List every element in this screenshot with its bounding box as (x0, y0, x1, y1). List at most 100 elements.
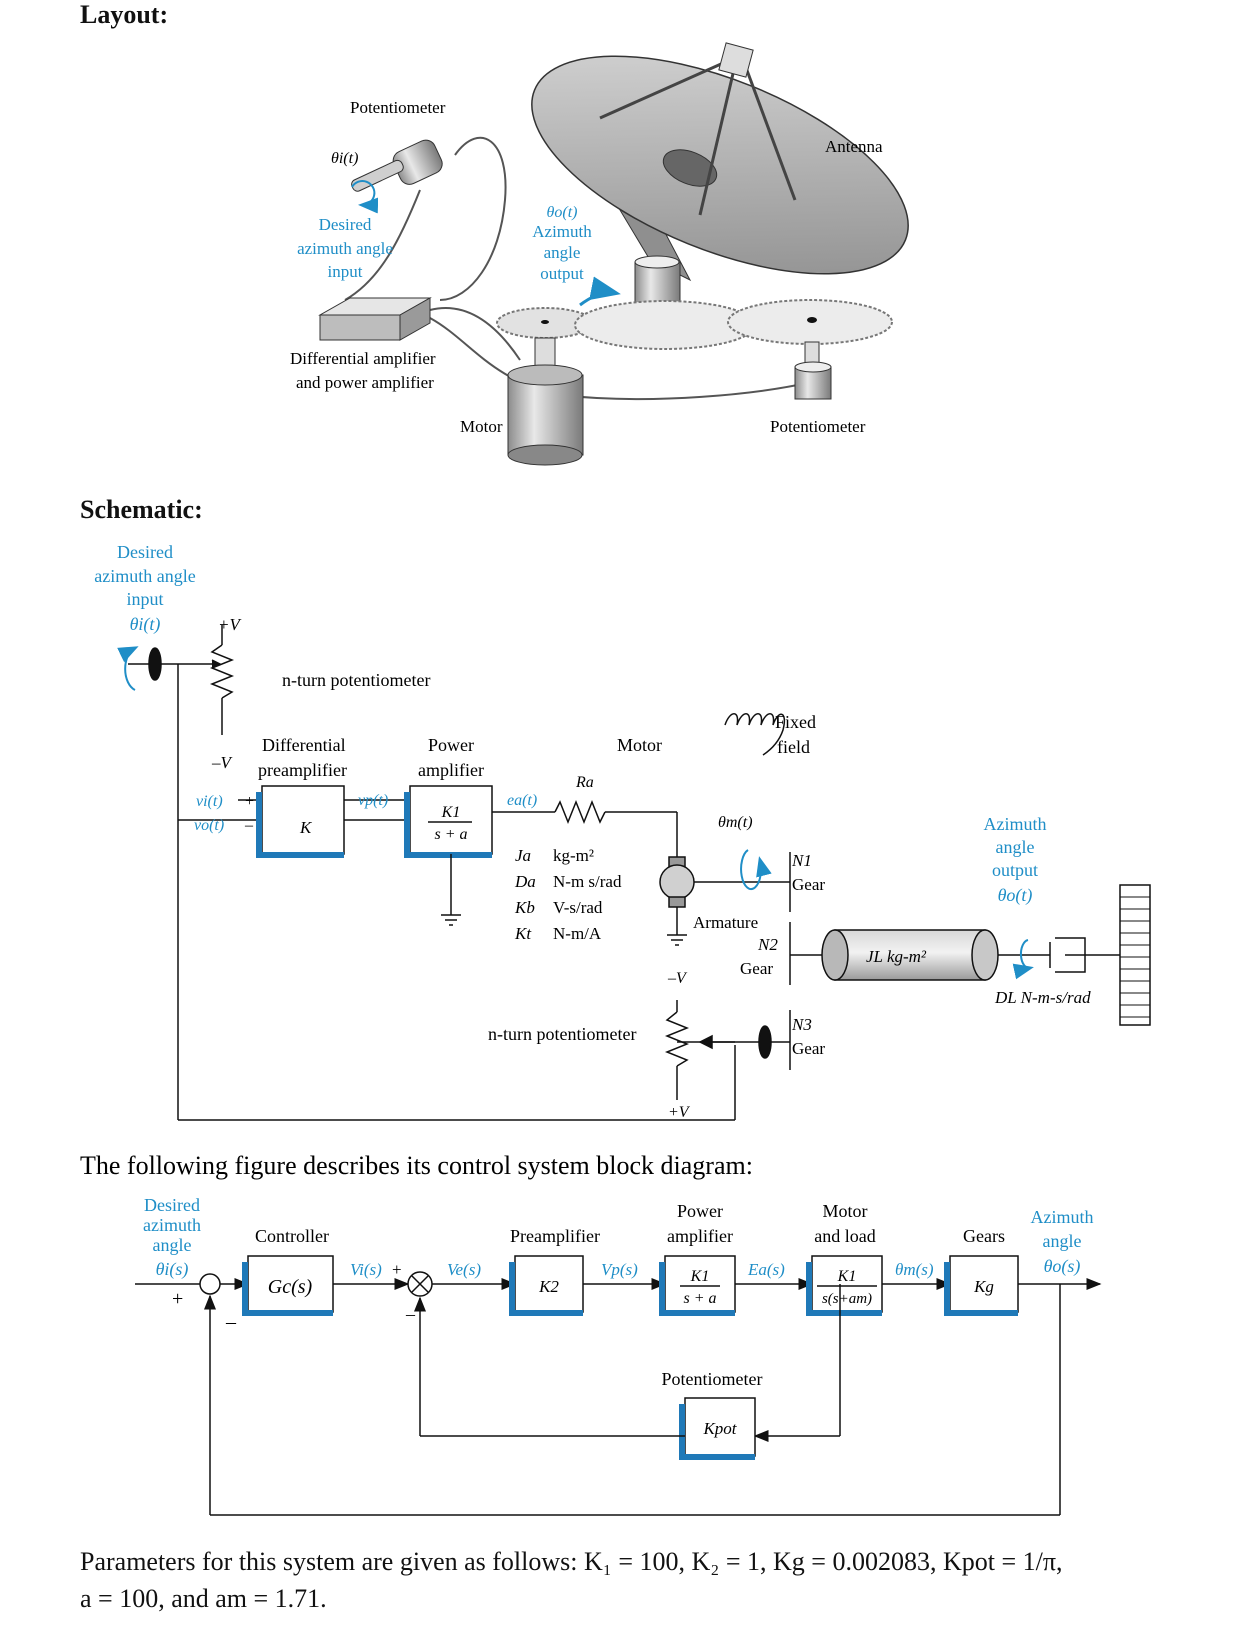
schem-minus-v-top: –V (211, 753, 234, 772)
schem-n3-label: N3 (791, 1015, 812, 1034)
block-controller-label: Controller (255, 1226, 329, 1246)
layout-azimuth-line2: angle (544, 243, 581, 262)
gear-train-icon (496, 276, 893, 369)
schem-azimuth-theta: θo(t) (998, 885, 1033, 906)
block-kpot-label: Kpot (702, 1419, 737, 1438)
schem-k-block-label: K (299, 818, 313, 837)
schem-dl-label: DL N-m-s/rad (994, 988, 1091, 1007)
block-vi-label: Vi(s) (350, 1260, 382, 1279)
schem-param-kb-sym: Kb (514, 898, 535, 917)
block-kg-label: Kg (973, 1277, 994, 1296)
schem-armature-label: Armature (693, 913, 758, 932)
block-theta-m-label: θm(s) (895, 1260, 934, 1279)
block-gears-label: Gears (963, 1226, 1005, 1246)
block-desired-line1: Desired (144, 1195, 200, 1215)
schem-ea-label: ea(t) (507, 792, 537, 809)
schem-n1-label: N1 (791, 851, 812, 870)
schem-motor-label: Motor (617, 735, 662, 755)
layout-diffamp-line2: and power amplifier (296, 373, 434, 392)
schem-power-line2: amplifier (418, 760, 484, 780)
block-motor-line1: Motor (823, 1201, 868, 1221)
schem-nturn-bottom: n-turn potentiometer (488, 1024, 636, 1044)
schem-theta-m-label: θm(t) (718, 814, 753, 831)
schem-vo-minus: – (244, 817, 254, 834)
schem-ra-label: Ra (575, 774, 594, 791)
block-diagram (135, 1255, 1102, 1516)
schem-plus-v-bottom: +V (668, 1104, 691, 1121)
schem-vo-label: vo(t) (194, 817, 224, 834)
schem-plus-v-top: +V (218, 615, 242, 634)
schem-param-kt-sym: Kt (514, 924, 532, 943)
amplifier-box-icon (318, 297, 432, 341)
schematic-heading: Schematic: (80, 495, 203, 524)
block-vp-label: Vp(s) (601, 1260, 638, 1279)
schem-param-kt-unit: N-m/A (553, 924, 602, 943)
schem-k1-den: s + a (434, 826, 467, 843)
layout-potentiometer-bottom-label: Potentiometer (770, 417, 866, 436)
layout-azimuth-line3: output (540, 264, 584, 283)
schem-param-kb-unit: V-s/rad (553, 898, 603, 917)
block-k1-num: K1 (690, 1268, 710, 1285)
block-motor-num: K1 (837, 1268, 857, 1285)
output-potentiometer-icon (794, 361, 832, 400)
block-motor-den: s(s+am) (822, 1291, 872, 1307)
input-potentiometer-icon (351, 139, 443, 214)
block-minus-main: – (225, 1311, 237, 1333)
block-azimuth-line1: Azimuth (1031, 1207, 1094, 1227)
block-minus-sum2: – (405, 1304, 416, 1324)
parameters-line1: Parameters for this system are given as … (80, 1547, 1063, 1576)
block-k2-label: K2 (538, 1277, 559, 1296)
schem-n3-gear: Gear (792, 1039, 825, 1058)
block-plus-sum2: + (392, 1260, 402, 1279)
layout-heading: Layout: (80, 0, 169, 29)
schem-desired-theta: θi(t) (130, 614, 161, 635)
schem-power-line1: Power (428, 735, 474, 755)
block-diagram-intro: The following figure describes its contr… (80, 1151, 753, 1180)
schem-fixed-line1: Fixed (775, 712, 816, 732)
block-desired-line3: angle (153, 1235, 192, 1255)
schem-vi-plus: + (245, 793, 254, 810)
schem-desired-line1: Desired (117, 542, 173, 562)
parameters-line2: a = 100, and am = 1.71. (80, 1584, 327, 1613)
block-azimuth-theta: θo(s) (1044, 1256, 1081, 1277)
layout-desired-line1: Desired (319, 215, 372, 234)
schem-desired-line2: azimuth angle (94, 566, 195, 586)
layout-azimuth-line1: Azimuth (532, 222, 592, 241)
layout-diffamp-line1: Differential amplifier (290, 349, 436, 368)
schem-param-da-unit: N-m s/rad (553, 872, 622, 891)
schem-k1-num: K1 (441, 804, 461, 821)
schem-vi-label: vi(t) (196, 793, 223, 810)
block-k1-den: s + a (683, 1290, 716, 1307)
block-potentiometer-label: Potentiometer (662, 1369, 763, 1389)
schem-desired-line3: input (126, 589, 163, 609)
schem-n2-label: N2 (757, 935, 778, 954)
layout-theta-i-label: θi(t) (331, 150, 358, 167)
block-power-line2: amplifier (667, 1226, 733, 1246)
motor-icon (507, 364, 584, 466)
block-desired-line2: azimuth (143, 1215, 201, 1235)
schem-diffpre-line1: Differential (262, 735, 346, 755)
schem-jl-label: JL kg-m² (866, 947, 927, 966)
block-azimuth-line2: angle (1043, 1231, 1082, 1251)
layout-desired-line3: input (328, 262, 363, 281)
schem-param-ja-sym: Ja (515, 846, 531, 865)
schem-diffpre-line2: preamplifier (258, 760, 347, 780)
block-ve-label: Ve(s) (447, 1260, 481, 1279)
schem-minus-v-bottom: –V (667, 970, 688, 987)
layout-illustration (318, 42, 909, 466)
schem-fixed-line2: field (777, 737, 810, 757)
block-motor-line2: and load (814, 1226, 875, 1246)
schem-vp-label: vp(t) (358, 792, 388, 809)
layout-motor-label: Motor (460, 417, 503, 436)
layout-antenna-label: Antenna (825, 137, 883, 156)
block-plus-main: + (172, 1288, 183, 1310)
schem-n2-gear: Gear (740, 959, 773, 978)
antenna-dish-icon (531, 42, 909, 323)
schem-azimuth-line2: angle (996, 837, 1035, 857)
block-preamp-label: Preamplifier (510, 1226, 600, 1246)
schem-nturn-top: n-turn potentiometer (282, 670, 430, 690)
schematic-drawing (117, 625, 1151, 1121)
layout-desired-line2: azimuth angle (297, 239, 393, 258)
layout-theta-o-label: θo(t) (547, 204, 578, 221)
